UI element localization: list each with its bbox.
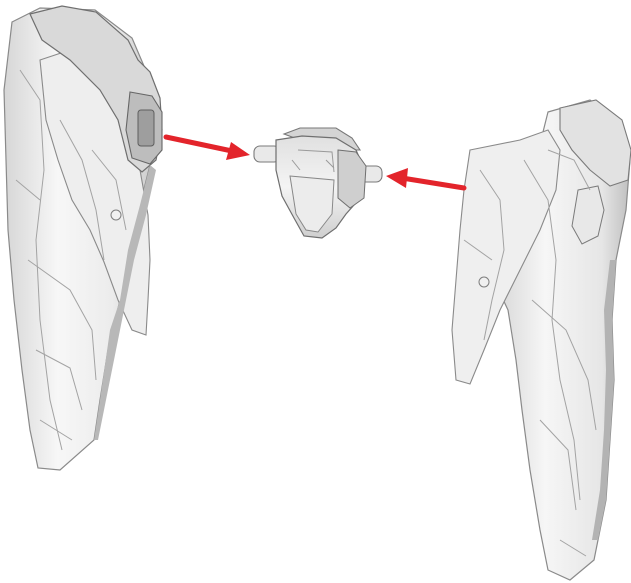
left-arrow-shaft [166,137,232,151]
right-assembly-arrow [386,168,464,188]
right-armor-plate [452,100,631,580]
left-plate-peg-socket [138,110,154,146]
connector-side-block [338,150,366,208]
left-arrow-head [226,142,250,160]
right-arrow-shaft [402,178,464,188]
left-assembly-arrow [166,137,250,160]
right-plate-rivet [479,277,489,287]
right-arrow-head [386,168,408,188]
center-connector [254,128,382,238]
left-plate-rivet [111,210,121,220]
left-armor-plate [4,6,162,470]
